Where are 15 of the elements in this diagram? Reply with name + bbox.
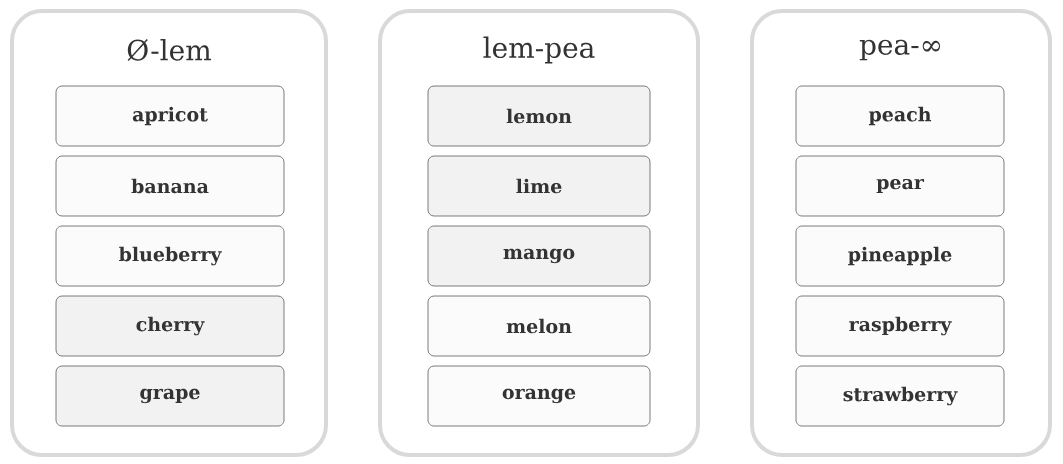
item-box: pear [795, 155, 1005, 217]
item-box: grape [55, 365, 285, 427]
item-box: pineapple [795, 225, 1005, 287]
item-box: melon [427, 295, 651, 357]
item-box: peach [795, 85, 1005, 147]
item-box: raspberry [795, 295, 1005, 357]
item-box: mango [427, 225, 651, 287]
item-box: banana [55, 155, 285, 217]
item-box: lemon [427, 85, 651, 147]
item-box: blueberry [55, 225, 285, 287]
item-box: cherry [55, 295, 285, 357]
item-box: strawberry [795, 365, 1005, 427]
item-box: orange [427, 365, 651, 427]
item-box: lime [427, 155, 651, 217]
item-box: apricot [55, 85, 285, 147]
